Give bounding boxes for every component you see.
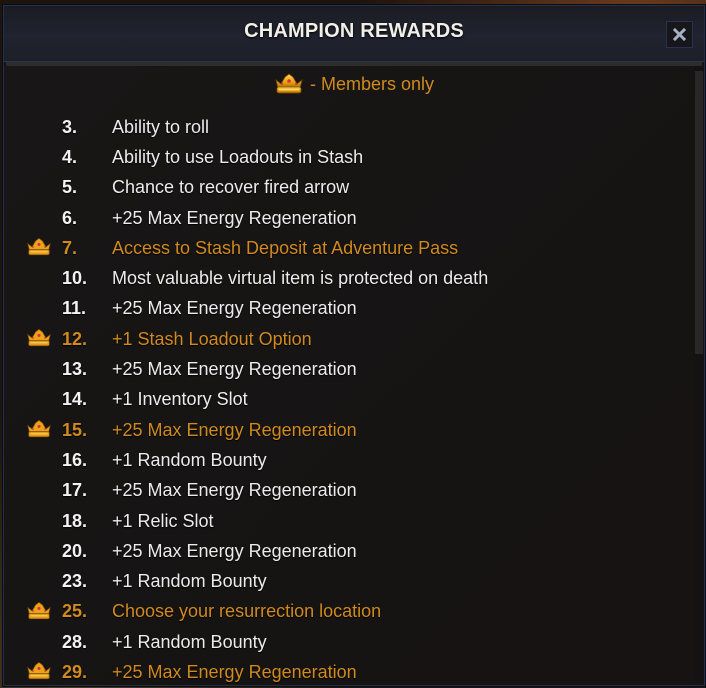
reward-row-members-only: 25. Choose your resurrection location — [4, 597, 684, 627]
reward-text: +1 Random Bounty — [112, 631, 267, 652]
reward-text: +25 Max Energy Regeneration — [112, 359, 357, 380]
reward-level: 11. — [62, 298, 87, 319]
reward-level: 28. — [62, 631, 88, 652]
reward-text: +25 Max Energy Regeneration — [112, 661, 357, 682]
reward-level: 16. — [62, 449, 88, 470]
scrollbar-thumb[interactable] — [695, 71, 703, 354]
reward-row: 6. +25 Max Energy Regeneration — [4, 203, 684, 233]
header-divider — [6, 62, 702, 66]
reward-level: 14. — [62, 389, 88, 410]
reward-level: 15. — [62, 419, 88, 440]
reward-text: Access to Stash Deposit at Adventure Pas… — [112, 237, 459, 258]
crown-icon — [26, 419, 52, 439]
crown-icon — [26, 661, 52, 681]
reward-level: 18. — [62, 510, 88, 531]
crown-icon — [26, 601, 52, 621]
reward-row-members-only: 7. Access to Stash Deposit at Adventure P… — [4, 233, 684, 263]
reward-level: 6. — [62, 207, 78, 228]
reward-level: 29. — [62, 661, 88, 682]
close-x-icon — [673, 28, 686, 41]
reward-level: 3. — [62, 116, 78, 137]
reward-row: 14. +1 Inventory Slot — [4, 385, 684, 415]
reward-text: +1 Random Bounty — [112, 571, 267, 592]
reward-row: 3. Ability to roll — [4, 112, 684, 142]
reward-level: 10. — [62, 268, 88, 289]
reward-text: +25 Max Energy Regeneration — [112, 298, 357, 319]
dialog-header: CHAMPION REWARDS — [4, 6, 704, 62]
reward-row: 20. +25 Max Energy Regeneration — [4, 536, 684, 566]
dialog-title: CHAMPION REWARDS — [244, 20, 464, 42]
reward-row-members-only: 12. +1 Stash Loadout Option — [4, 324, 684, 354]
reward-level: 5. — [62, 177, 78, 198]
reward-row-members-only: 29. +25 Max Energy Regeneration — [4, 657, 684, 685]
reward-row: 11. +25 Max Energy Regeneration — [4, 294, 684, 324]
reward-text: Ability to use Loadouts in Stash — [112, 146, 364, 167]
reward-level: 17. — [62, 480, 88, 501]
reward-text: +1 Random Bounty — [112, 449, 267, 470]
reward-text: +25 Max Energy Regeneration — [112, 480, 357, 501]
reward-text: Ability to roll — [112, 116, 210, 137]
reward-text: +1 Relic Slot — [112, 510, 214, 531]
reward-row: 28. +1 Random Bounty — [4, 627, 684, 657]
reward-text: Chance to recover fired arrow — [112, 177, 350, 198]
reward-level: 23. — [62, 571, 88, 592]
reward-row: 5. Chance to recover fired arrow — [4, 173, 684, 203]
members-legend: - Members only — [4, 73, 704, 95]
reward-row: 16. +1 Random Bounty — [4, 445, 684, 475]
reward-level: 20. — [62, 540, 88, 561]
scrollbar-track[interactable] — [694, 66, 704, 685]
reward-level: 13. — [62, 359, 88, 380]
reward-level: 12. — [62, 328, 88, 349]
rewards-list: 3. Ability to roll 4. Ability to use Loado… — [4, 112, 684, 685]
reward-row: 17. +25 Max Energy Regeneration — [4, 476, 684, 506]
crown-icon — [26, 328, 52, 348]
reward-text: +1 Inventory Slot — [112, 389, 248, 410]
reward-row: 18. +1 Relic Slot — [4, 506, 684, 536]
reward-row: 13. +25 Max Energy Regeneration — [4, 354, 684, 384]
reward-text: +1 Stash Loadout Option — [112, 328, 312, 349]
reward-text: +25 Max Energy Regeneration — [112, 419, 357, 440]
rewards-scroll-area[interactable]: - Members only 3. Ability to roll 4. Abili… — [4, 66, 704, 685]
legend-label: - Members only — [309, 73, 435, 94]
reward-row: 10. Most valuable virtual item is protect… — [4, 263, 684, 293]
reward-row: 4. Ability to use Loadouts in Stash — [4, 142, 684, 172]
champion-rewards-dialog: CHAMPION REWARDS — [3, 5, 705, 686]
reward-text: Choose your resurrection location — [112, 601, 382, 622]
crown-icon — [274, 73, 304, 95]
reward-text: +25 Max Energy Regeneration — [112, 207, 357, 228]
crown-icon — [26, 237, 52, 257]
reward-level: 4. — [62, 146, 78, 167]
reward-row-members-only: 15. +25 Max Energy Regeneration — [4, 415, 684, 445]
reward-level: 7. — [62, 237, 78, 258]
reward-level: 25. — [62, 601, 88, 622]
close-button[interactable] — [666, 21, 693, 48]
reward-row: 23. +1 Random Bounty — [4, 566, 684, 596]
reward-text: +25 Max Energy Regeneration — [112, 540, 357, 561]
reward-text: Most valuable virtual item is protected … — [112, 268, 489, 289]
